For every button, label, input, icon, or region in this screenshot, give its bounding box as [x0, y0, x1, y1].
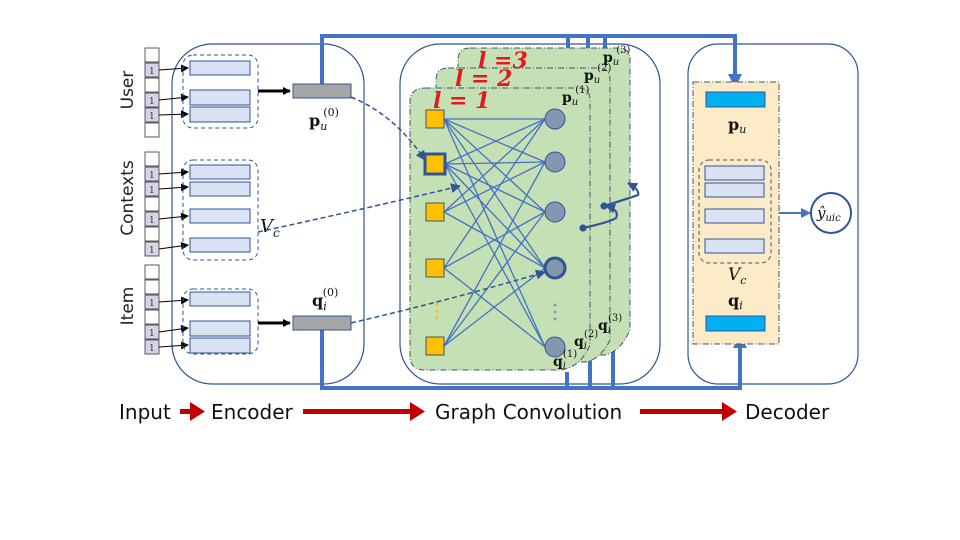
one-hot-lookup-arrow: [158, 64, 189, 73]
item-initial-vector: [292, 315, 352, 331]
decoder-item-vector-label: qi: [728, 291, 743, 312]
item-node-highlighted: [423, 152, 447, 176]
one-hot-lookup-arrow: [158, 183, 189, 192]
decoder-context-set-label: Vc: [728, 265, 746, 287]
user-initial-embedding-label: pu(0): [309, 106, 339, 133]
one-hot-cell: [144, 226, 160, 242]
input-label-contexts: Contexts: [118, 160, 138, 236]
context-embedding-group: [182, 159, 259, 261]
one-hot-lookup-arrow: [158, 241, 189, 250]
one-hot-value: 1: [149, 329, 155, 339]
encoder-context-set-label: Vc: [260, 216, 280, 240]
one-hot-value: 1: [149, 344, 155, 354]
graph-edge: [443, 118, 546, 163]
item-layer-1-label: qi(1): [553, 349, 577, 372]
input-label-user: User: [118, 71, 138, 110]
layer-2-label: l = 2: [455, 66, 512, 92]
user-initial-vector: [292, 83, 352, 99]
graph-edge: [443, 118, 546, 269]
decoder-user-vector: [705, 91, 766, 108]
item-layer-3-label: qi(3): [598, 313, 622, 336]
one-hot-lookup-arrow: [158, 93, 189, 102]
one-hot-cell: [144, 47, 160, 63]
user-layer-2-label: pu(2): [584, 63, 612, 86]
one-hot-cell: [144, 77, 160, 93]
one-hot-value: 1: [149, 171, 155, 181]
stage-decoder: Decoder: [745, 400, 830, 424]
item-embedding-group: [182, 288, 259, 355]
one-hot-value: 1: [149, 246, 155, 256]
one-hot-cell: [144, 309, 160, 325]
user-nodes: [543, 108, 567, 358]
one-hot-cell: [144, 151, 160, 167]
one-hot-lookup-arrow: [158, 110, 189, 119]
item-node: [425, 202, 445, 222]
user-node: [544, 151, 566, 173]
one-hot-value: 1: [149, 97, 155, 107]
one-hot-lookup-arrow: [158, 341, 189, 350]
one-hot-lookup-arrow: [158, 296, 189, 305]
user-node: [544, 108, 566, 130]
user-layer-1-label: pu(1): [562, 85, 590, 108]
item-node: [425, 336, 445, 356]
graph-edge: [443, 211, 546, 269]
graph-edge: [443, 211, 546, 347]
prediction-label: ŷuic: [816, 204, 841, 224]
decoder-item-vector: [705, 315, 766, 332]
user-layer-3-label: pu(3): [603, 45, 631, 68]
graph-edge: [444, 163, 546, 269]
one-hot-cell: [144, 264, 160, 280]
bipartite-edges: [443, 118, 546, 348]
stage-graph-convolution: Graph Convolution: [435, 400, 622, 424]
one-hot-cell: [144, 122, 160, 138]
one-hot-cell: [144, 279, 160, 295]
one-hot-cell: [144, 196, 160, 212]
one-hot-lookup-arrow: [158, 212, 189, 221]
item-initial-embedding-label: qi(0): [312, 286, 338, 313]
encoder-frame: [171, 43, 365, 385]
graph-edge: [444, 118, 546, 165]
pipeline-arrows: [180, 402, 737, 421]
one-hot-value: 1: [149, 112, 155, 122]
item-embedding-to-graph-arrow: [350, 269, 546, 324]
decoder-context-group: [698, 159, 772, 264]
graph-edge: [443, 161, 546, 213]
one-hot-lookup-arrow: [158, 324, 189, 333]
context-embedding-to-graph-arrow: [257, 183, 461, 233]
user-embedding-group: [182, 54, 259, 129]
user-node: [544, 201, 566, 223]
item-nodes: [423, 109, 447, 356]
decoder-frame: [687, 43, 859, 385]
graph-edge: [443, 267, 546, 347]
layer-3-label: l =3: [478, 48, 528, 74]
layer-1-panel: [409, 87, 591, 371]
stage-encoder: Encoder: [211, 400, 294, 424]
decoder-user-vector-label: pu: [728, 115, 746, 136]
prediction-node: [810, 192, 852, 234]
graph-edge: [443, 118, 546, 213]
stage-input: Input: [119, 400, 171, 424]
input-one-hot-vectors: 1 1 1 1 1 1 1 1 1 1: [144, 47, 189, 355]
user-node-highlighted: [543, 256, 567, 280]
one-hot-value: 1: [149, 216, 155, 226]
graph-edge: [444, 161, 546, 165]
graph-edge: [444, 163, 546, 348]
layer-propagation-arrows: [579, 182, 640, 232]
user-node: [544, 336, 566, 358]
one-hot-value: 1: [149, 299, 155, 309]
item-layer-2-label: qi(2): [574, 329, 598, 352]
item-node: [425, 258, 445, 278]
one-hot-value: 1: [149, 186, 155, 196]
one-hot-lookup-arrow: [158, 168, 189, 177]
user-embedding-to-graph-arrow: [350, 96, 426, 161]
one-hot-value: 1: [149, 67, 155, 77]
item-node: [425, 109, 445, 129]
graph-convolution-frame: [399, 43, 661, 385]
graph-edge: [444, 163, 546, 213]
input-label-item: Item: [118, 287, 138, 326]
